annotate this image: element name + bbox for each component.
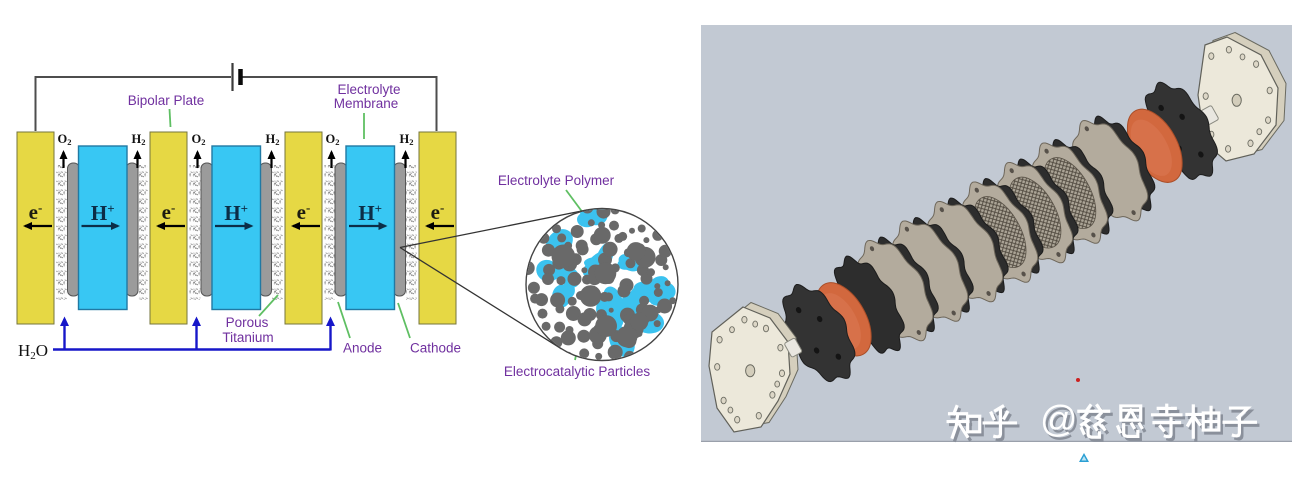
- svg-text:@: @: [1040, 399, 1078, 440]
- svg-text:Electrolyte: Electrolyte: [337, 82, 400, 97]
- svg-text:Titanium: Titanium: [222, 330, 273, 345]
- svg-text:Electrocatalytic Particles: Electrocatalytic Particles: [504, 364, 651, 379]
- svg-text:Membrane: Membrane: [334, 96, 399, 111]
- svg-text:Porous: Porous: [226, 315, 269, 330]
- svg-text:Anode: Anode: [343, 341, 382, 356]
- svg-text:@: @: [1043, 402, 1081, 443]
- svg-text:H2O: H2O: [18, 341, 48, 362]
- svg-text:Cathode: Cathode: [410, 341, 461, 356]
- svg-text:Bipolar Plate: Bipolar Plate: [128, 93, 205, 108]
- svg-text:Electrolyte Polymer: Electrolyte Polymer: [498, 173, 615, 188]
